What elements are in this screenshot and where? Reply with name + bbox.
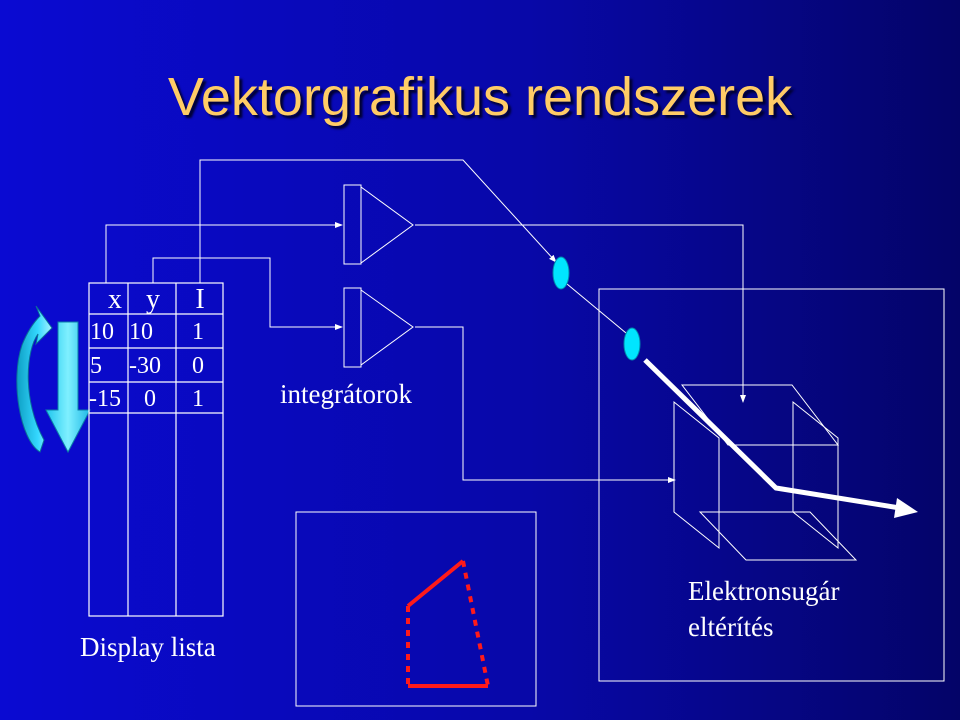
beam-arrowhead-icon: [894, 498, 918, 518]
cell-r1-i: 1: [192, 319, 204, 345]
wire-integrator-2-to-plate: [415, 326, 676, 483]
header-x: x: [108, 284, 122, 315]
cell-r2-y: -30: [129, 353, 161, 379]
beam-label-line-2: eltérítés: [688, 612, 773, 642]
loop-arrow-icon: [16, 305, 53, 453]
right-plate: [792, 400, 839, 550]
cell-r1-y: 10: [129, 319, 153, 345]
screen-output: [295, 511, 537, 707]
crt-frame: [598, 288, 945, 682]
down-arrow-icon: [45, 321, 91, 454]
display-list-table: [88, 282, 224, 617]
drawn-figure: [406, 559, 490, 688]
cell-r3-i: 1: [192, 386, 204, 412]
cell-r2-x: 5: [90, 353, 102, 379]
cathode-electrode: [623, 327, 641, 361]
header-y: y: [146, 284, 160, 315]
wire-intensity-to-beam: [199, 159, 557, 283]
bottom-plate: [698, 511, 858, 561]
slide-title: Vektorgrafikus rendszerek: [167, 67, 793, 127]
cell-r3-x: -15: [89, 386, 121, 412]
display-list-label: Display lista: [80, 632, 216, 662]
figure-solid-edge-1: [406, 559, 465, 608]
beam-label-line-1: Elektronsugár: [688, 576, 839, 606]
wire-x-to-integrator-1: [105, 222, 343, 283]
beam-guide-line: [566, 283, 627, 334]
left-plate: [673, 400, 720, 550]
integrator-2: [343, 287, 414, 368]
grid-electrode: [552, 256, 570, 290]
wire-y-to-integrator-2: [152, 257, 343, 330]
header-i: I: [195, 284, 204, 315]
integrators-label: integrátorok: [280, 379, 412, 409]
cell-r3-y: 0: [144, 386, 156, 412]
table-rows: 10 10 1 5 -30 0 -15 0 1: [89, 319, 204, 412]
electron-beam: [643, 358, 901, 511]
wire-integrator-1-to-plate: [415, 224, 746, 403]
cell-r2-i: 0: [192, 353, 204, 379]
figure-dotted-edge-2: [461, 560, 490, 687]
top-plate: [680, 384, 840, 446]
deflection-plates: [673, 384, 858, 561]
integrator-1: [343, 184, 414, 265]
signal-wires: [105, 159, 746, 483]
cell-r1-x: 10: [90, 319, 114, 345]
table-headers: x y I: [108, 284, 205, 315]
